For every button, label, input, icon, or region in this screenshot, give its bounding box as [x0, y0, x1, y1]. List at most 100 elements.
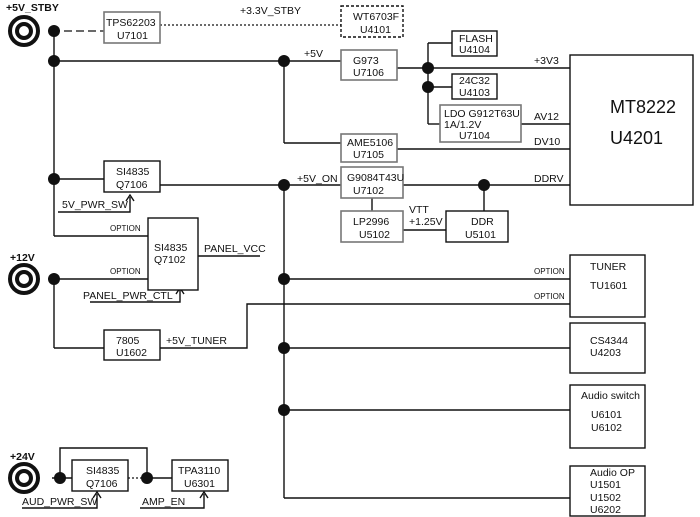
block-wt6703f: WT6703F U4101	[340, 5, 404, 38]
svg-text:U4103: U4103	[459, 87, 490, 99]
svg-text:U4104: U4104	[459, 44, 490, 56]
block-mt8222: MT8222 U4201	[569, 54, 694, 206]
block-ldo-g912t63u: LDO G912T63U 1A/1.2V U7104	[439, 104, 522, 143]
svg-text:FLASH: FLASH	[459, 33, 493, 45]
label-24v: +24V	[10, 451, 35, 463]
block-flash: FLASH U4104	[451, 30, 498, 57]
svg-text:CS4344: CS4344	[590, 335, 628, 347]
svg-text:AME5106: AME5106	[347, 137, 393, 149]
net-5v-on: +5V_ON	[297, 173, 338, 185]
svg-text:Q7106: Q7106	[116, 179, 148, 191]
svg-text:7805: 7805	[116, 335, 140, 347]
wire-5v-tuner	[160, 303, 570, 349]
net-aud-pwr-sw: AUD_PWR_SW	[22, 496, 97, 508]
svg-text:SI4835: SI4835	[116, 166, 149, 178]
label-5v-stby: +5V_STBY	[6, 2, 59, 14]
svg-text:Q7102: Q7102	[154, 254, 186, 266]
junction-dot	[141, 472, 153, 484]
svg-text:U4201: U4201	[610, 128, 663, 148]
option-label: OPTION	[534, 267, 565, 276]
junction-dot	[278, 55, 290, 67]
junction-dot	[422, 81, 434, 93]
connector-24v: +24V	[8, 451, 40, 494]
block-tuner: TUNER TU1601	[569, 254, 646, 318]
block-lp2996: LP2996 U5102	[340, 210, 404, 243]
junction-dot	[422, 62, 434, 74]
block-audio-op: Audio OP U1501 U1502 U6202	[569, 465, 646, 517]
junction-dot	[278, 273, 290, 285]
net-3v3-stby: +3.3V_STBY	[240, 5, 301, 17]
svg-text:DDR: DDR	[471, 216, 494, 228]
block-tpa3110: TPA3110 U6301	[171, 459, 229, 492]
label-12v: +12V	[10, 252, 35, 264]
wire-5v-pwr-sw	[58, 197, 131, 213]
net-labels: +3.3V_STBY +5V +3V3 AV12 DV10 +5V_ON DDR…	[22, 5, 565, 508]
junction-dot	[48, 25, 60, 37]
block-cs4344: CS4344 U4203	[569, 322, 646, 374]
net-vtt-voltage: +1.25V	[409, 216, 443, 228]
net-3v3: +3V3	[534, 55, 559, 67]
svg-text:TPA3110: TPA3110	[178, 465, 220, 477]
net-amp-en: AMP_EN	[142, 496, 185, 508]
option-label: OPTION	[110, 224, 141, 233]
svg-text:24C32: 24C32	[459, 75, 490, 87]
svg-text:TU1601: TU1601	[590, 280, 628, 292]
block-audio-switch: Audio switch U6101 U6102	[569, 384, 646, 449]
arrow-5v-pwr-sw	[125, 193, 135, 202]
wires	[22, 24, 570, 509]
net-5v-pwr-sw: 5V_PWR_SW	[62, 199, 128, 211]
svg-text:U1502: U1502	[590, 492, 621, 504]
block-si4835-q7106-audio: SI4835 Q7106	[71, 459, 129, 492]
net-dv10: DV10	[534, 136, 560, 148]
svg-text:SI4835: SI4835	[154, 242, 187, 254]
junction-dot	[48, 173, 60, 185]
block-si4835-q7106: SI4835 Q7106	[103, 160, 161, 193]
net-ddrv: DDRV	[534, 173, 564, 185]
wire-24v-bypass	[59, 447, 148, 478]
svg-text:1A/1.2V: 1A/1.2V	[444, 119, 481, 131]
svg-text:MT8222: MT8222	[610, 97, 676, 117]
svg-text:U4203: U4203	[590, 347, 621, 359]
wire-panel-pwr-ctl	[90, 290, 181, 303]
wire-amp-en	[140, 494, 205, 509]
svg-text:G973: G973	[353, 55, 379, 67]
junction-dot	[278, 342, 290, 354]
block-g973: G973 U7106	[340, 49, 398, 81]
block-7805: 7805 U1602	[103, 329, 161, 361]
block-24c32: 24C32 U4103	[451, 73, 498, 100]
svg-text:SI4835: SI4835	[86, 465, 119, 477]
svg-text:LP2996: LP2996	[353, 216, 389, 228]
net-panel-vcc: PANEL_VCC	[204, 243, 266, 255]
svg-text:LDO G912T63U: LDO G912T63U	[444, 108, 520, 120]
junction-dot	[478, 179, 490, 191]
net-5v-tuner: +5V_TUNER	[166, 335, 227, 347]
svg-text:U7101: U7101	[117, 30, 148, 42]
option-label: OPTION	[534, 292, 565, 301]
svg-text:U5101: U5101	[465, 229, 496, 241]
arrow-aud-pwr-sw	[92, 490, 102, 499]
svg-text:U5102: U5102	[359, 229, 390, 241]
net-vtt: VTT	[409, 204, 429, 216]
net-av12: AV12	[534, 111, 559, 123]
svg-text:Audio switch: Audio switch	[581, 390, 640, 402]
svg-text:U6202: U6202	[590, 504, 621, 516]
junction-dot	[278, 404, 290, 416]
block-tps62203: TPS62203 U7101	[103, 11, 161, 44]
net-panel-pwr-ctl: PANEL_PWR_CTL	[83, 290, 173, 302]
junctions	[48, 25, 490, 484]
svg-text:U6301: U6301	[184, 478, 215, 490]
svg-text:U1602: U1602	[116, 347, 147, 359]
svg-text:TUNER: TUNER	[590, 261, 627, 273]
svg-text:G9084T43U: G9084T43U	[347, 172, 404, 184]
junction-dot	[48, 55, 60, 67]
svg-text:Q7106: Q7106	[86, 478, 118, 490]
connector-5v-stby: +5V_STBY	[6, 2, 59, 47]
svg-text:U7102: U7102	[353, 185, 384, 197]
arrow-amp-en	[199, 490, 209, 499]
block-ddr: DDR U5101	[445, 210, 509, 243]
wire-aud-pwr-sw	[22, 494, 98, 509]
svg-text:U6101: U6101	[591, 409, 622, 421]
junction-dot	[48, 273, 60, 285]
net-5v: +5V	[304, 48, 323, 60]
